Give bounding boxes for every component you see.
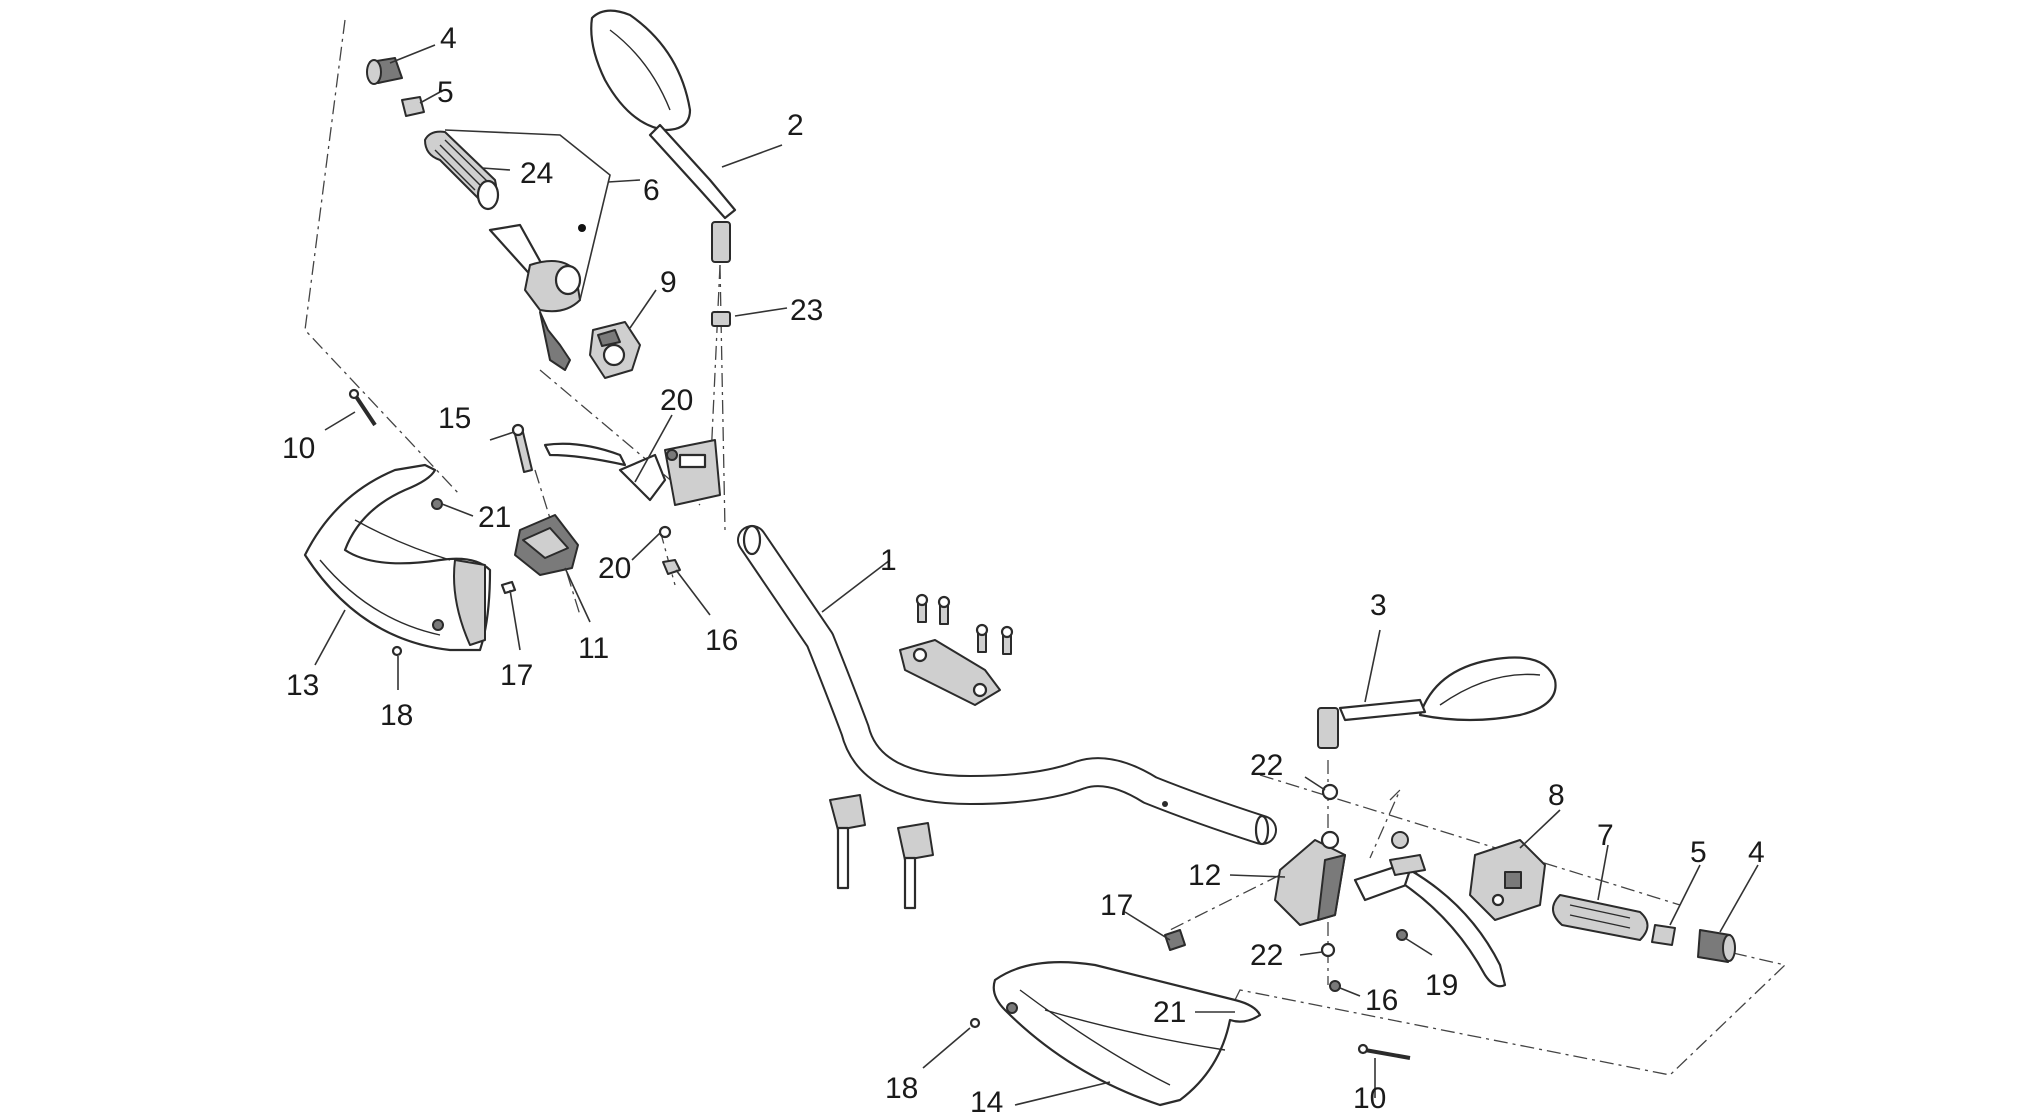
callout-15: 15 — [438, 402, 471, 435]
grip-left — [424, 130, 500, 211]
handlebar-clamp-bolts — [915, 593, 1014, 655]
bolt-15 — [511, 423, 533, 473]
callout-1: 1 — [880, 544, 897, 577]
callout-labels: 4 5 2 24 6 9 23 20 15 10 21 20 1 16 11 1… — [282, 22, 1765, 1113]
callout-21-left: 21 — [478, 501, 511, 534]
callout-16-right: 16 — [1365, 984, 1398, 1017]
callout-20-lower: 20 — [598, 552, 631, 585]
callout-10-left: 10 — [282, 432, 315, 465]
throttle-assembly — [488, 223, 586, 371]
upper-clamp — [899, 639, 1001, 706]
callout-6: 6 — [643, 174, 660, 207]
spacer-left — [401, 96, 425, 117]
clamp-bracket-11 — [514, 514, 579, 576]
callout-5-right: 5 — [1690, 836, 1707, 869]
clamp-bracket-12 — [1274, 830, 1346, 926]
callout-3: 3 — [1370, 589, 1387, 622]
grip-right — [1552, 894, 1649, 941]
callout-18-right: 18 — [885, 1072, 918, 1105]
hand-guard-left — [303, 463, 492, 652]
callout-5-left: 5 — [437, 76, 454, 109]
bar-end-weight-right — [1697, 929, 1736, 963]
callout-8: 8 — [1548, 779, 1565, 812]
callout-13: 13 — [286, 669, 319, 702]
callout-2: 2 — [787, 109, 804, 142]
callout-19: 19 — [1425, 969, 1458, 1002]
switch-housing-left — [589, 321, 641, 379]
clutch-lever — [1353, 831, 1507, 988]
spacer-22 — [1320, 783, 1341, 992]
hand-guard-right — [992, 961, 1262, 1107]
callout-22-lower: 22 — [1250, 939, 1283, 972]
callout-14: 14 — [970, 1086, 1003, 1113]
callout-7: 7 — [1597, 819, 1614, 852]
spacer-right — [1651, 924, 1676, 946]
front-brake-master-cylinder — [543, 439, 721, 506]
callout-20-upper: 20 — [660, 384, 693, 417]
small-hardware-right — [969, 1017, 1411, 1060]
clip-17-right — [1164, 929, 1186, 951]
callout-16-left: 16 — [705, 624, 738, 657]
lower-clamp-risers — [829, 794, 934, 910]
bolt-10-left — [348, 388, 377, 427]
handlebar-tube — [737, 524, 1277, 846]
callout-21-right: 21 — [1153, 996, 1186, 1029]
switch-housing-right — [1469, 839, 1546, 921]
callout-9: 9 — [660, 266, 677, 299]
callout-17-left: 17 — [500, 659, 533, 692]
callout-17-right: 17 — [1100, 889, 1133, 922]
spacer-23 — [711, 311, 731, 327]
callout-22-upper: 22 — [1250, 749, 1283, 782]
callout-12: 12 — [1188, 859, 1221, 892]
mirror-left — [590, 9, 737, 263]
mirror-right — [1317, 656, 1557, 749]
callout-10-right: 10 — [1353, 1082, 1386, 1113]
callout-24: 24 — [520, 157, 553, 190]
leader-lines — [314, 44, 1759, 1106]
bar-end-weight-left — [366, 57, 403, 85]
callout-23: 23 — [790, 294, 823, 327]
callout-11: 11 — [578, 632, 609, 665]
callout-4-right: 4 — [1748, 836, 1765, 869]
callout-18-left: 18 — [380, 699, 413, 732]
callout-4-left: 4 — [440, 22, 457, 55]
